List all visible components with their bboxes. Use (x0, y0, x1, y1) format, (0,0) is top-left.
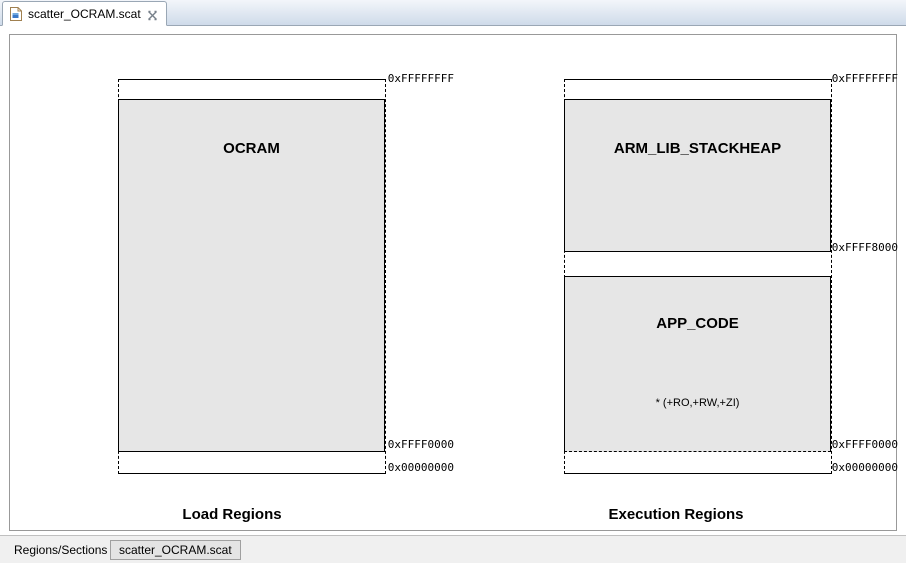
address-label-bottom: 0x00000000 (831, 461, 898, 474)
boundary-bottom-cap (564, 473, 832, 474)
address-label-top: 0xFFFFFFFF (387, 72, 454, 85)
editor-tab-label: scatter_OCRAM.scat (28, 6, 141, 21)
address-label-region-base: 0xFFFF0000 (387, 438, 454, 451)
boundary-bottom-cap (118, 473, 386, 474)
address-label-top: 0xFFFFFFFF (831, 72, 898, 85)
file-icon (10, 6, 22, 21)
region-block-ocram[interactable]: OCRAM (118, 99, 385, 452)
region-title-arm-lib-stackheap: ARM_LIB_STACKHEAP (613, 140, 782, 157)
diagram-caption-load-regions: Load Regions (182, 506, 282, 523)
close-icon[interactable] (147, 8, 158, 21)
address-label-stackheap-base: 0xFFFF8000 (831, 241, 898, 254)
region-block-arm-lib-stackheap[interactable]: ARM_LIB_STACKHEAP (564, 99, 831, 252)
region-title-ocram: OCRAM (223, 140, 280, 157)
region-title-app-code: APP_CODE (656, 315, 739, 332)
address-label-bottom: 0x00000000 (387, 461, 454, 474)
bottom-tab-regions-sections[interactable]: Regions/Sections (14, 543, 108, 557)
address-label-appcode-base: 0xFFFF0000 (831, 438, 898, 451)
region-block-app-code[interactable]: APP_CODE * (+RO,+RW,+ZI) (564, 276, 831, 452)
region-subtitle-app-code: * (+RO,+RW,+ZI) (655, 397, 740, 409)
execution-regions-diagram: 0xFFFFFFFF 0xFFFF8000 0xFFFF0000 0x00000… (454, 35, 898, 532)
bottom-tab-scatter-ocram[interactable]: scatter_OCRAM.scat (110, 540, 241, 560)
editor-tab-bar: scatter_OCRAM.scat (0, 0, 906, 26)
boundary-top-cap (564, 79, 832, 80)
scatter-diagram-canvas[interactable]: 0xFFFFFFFF 0xFFFF0000 0x00000000 OCRAM L… (9, 34, 898, 532)
diagram-caption-execution-regions: Execution Regions (608, 506, 744, 523)
editor-tab-scatter-ocram[interactable]: scatter_OCRAM.scat (2, 1, 167, 26)
bottom-tab-bar: Regions/Sections scatter_OCRAM.scat (0, 535, 906, 563)
boundary-top-cap (118, 79, 386, 80)
load-regions-diagram: 0xFFFFFFFF 0xFFFF0000 0x00000000 OCRAM L… (10, 35, 454, 532)
